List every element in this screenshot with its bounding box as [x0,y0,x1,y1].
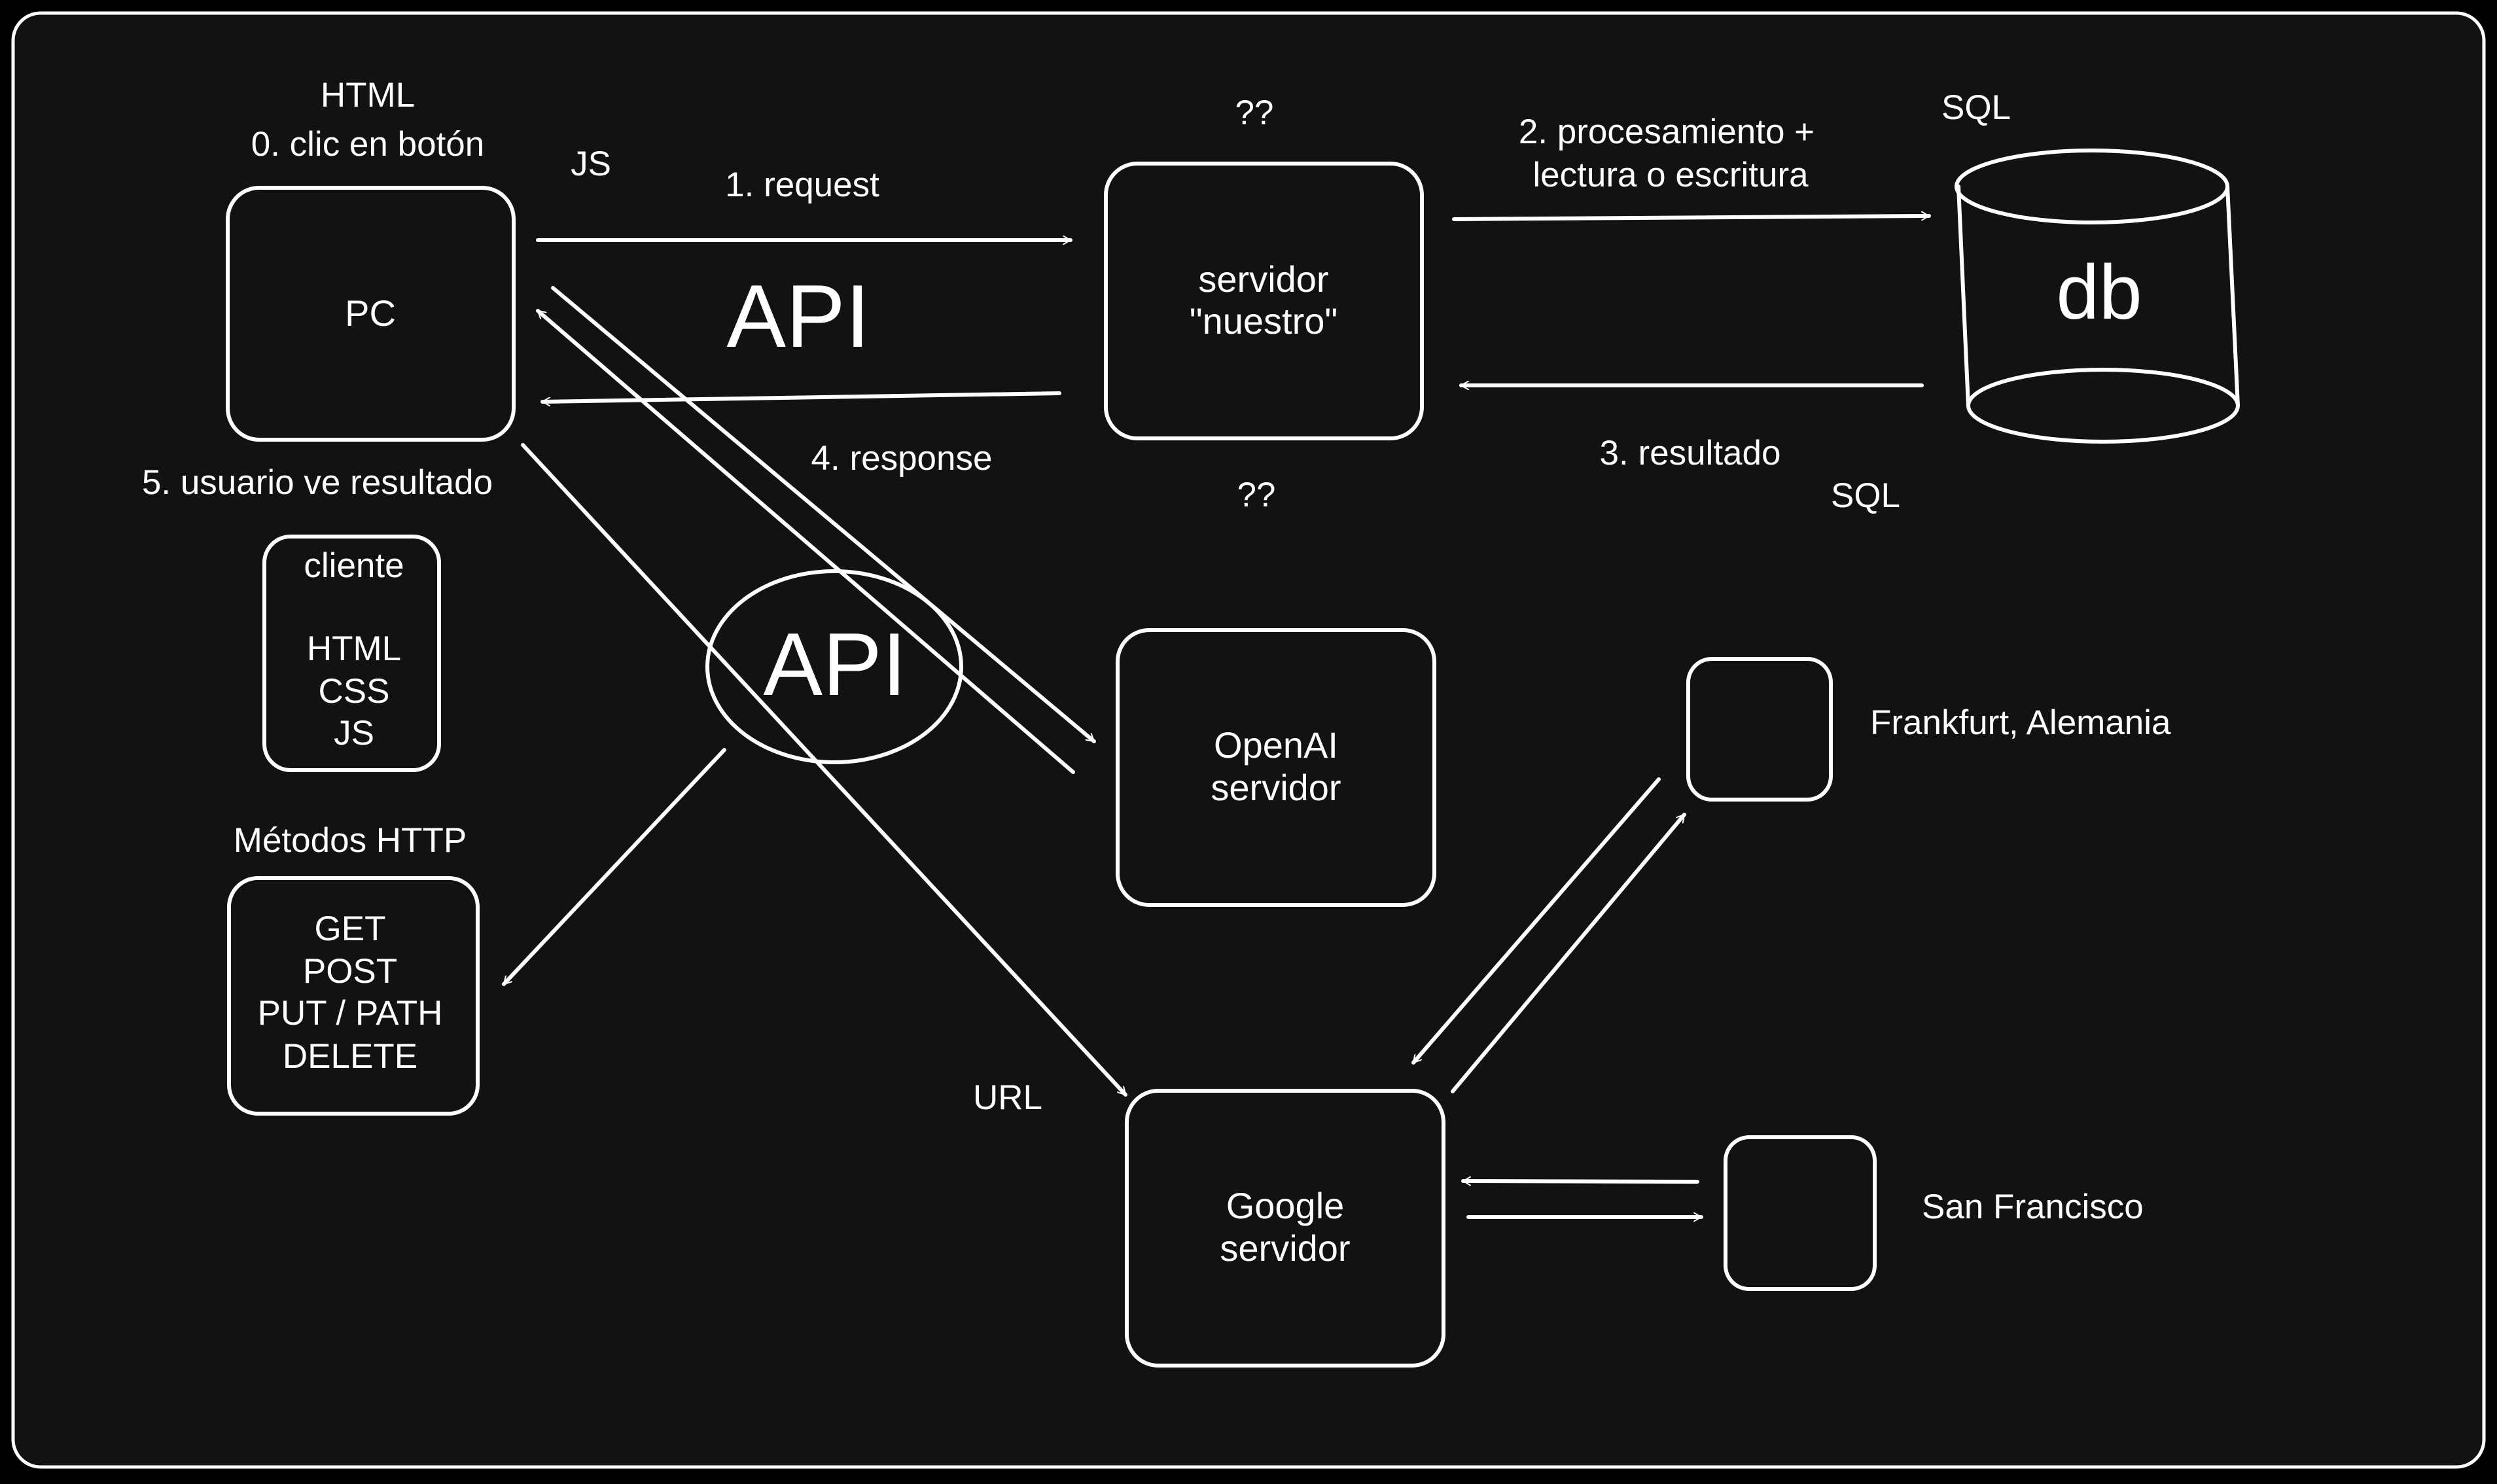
client-box [262,535,441,772]
google-label-line2: servidor [1220,1228,1350,1269]
http-method: PUT / PATH [258,994,443,1033]
click-button-label: 0. clic en botón [251,125,485,164]
client-item: JS [334,714,374,752]
http-method: POST [303,952,397,991]
pc-to-google-arrow [521,443,1127,1097]
api-big-label: API [726,266,870,366]
san-francisco-label: San Francisco [1922,1188,2144,1226]
response-label: 4. response [811,439,993,478]
sql-top-label: SQL [1941,88,2011,127]
database-cylinder [1955,149,2240,444]
api-to-methods-arrow [502,748,726,986]
processing-label-line2: lectura o escritura [1532,156,1809,194]
url-label: URL [973,1078,1042,1117]
request-label: 1. request [725,166,879,204]
our-server-box [1104,162,1424,440]
our-server-label-line2: "nuestro" [1190,300,1338,342]
processing-label-line1: 2. procesamiento + [1519,113,1815,151]
google-to-frankfurt-arrow [1451,813,1686,1093]
client-item: HTML [307,629,401,668]
api-ellipse-label: API [763,614,906,714]
processing-arrow [1452,216,1931,221]
openai-label-line2: servidor [1211,767,1341,808]
frankfurt-to-google-arrow [1411,777,1661,1065]
pc-to-openai-arrow [551,286,1096,743]
user-sees-result-label: 5. usuario ve resultado [142,463,493,502]
js-label: JS [571,145,611,183]
google-server-box [1125,1089,1445,1368]
response-arrow [540,391,1061,402]
pc-label: PC [345,292,396,334]
sql-bottom-label: SQL [1831,476,1900,515]
pc-html-label: HTML [321,76,415,115]
frankfurt-label: Frankfurt, Alemania [1870,703,2171,742]
http-methods-title: Métodos HTTP [234,821,467,860]
client-item: CSS [319,672,390,711]
openai-label-line1: OpenAI [1214,724,1338,766]
api-ellipse [705,569,963,764]
san-francisco-node [1724,1135,1877,1291]
server-unknown-top-label: ?? [1235,94,1274,132]
openai-to-pc-arrow [536,309,1075,774]
server-unknown-bottom-label: ?? [1237,476,1276,514]
http-method: GET [315,910,386,948]
db-label: db [2056,249,2142,336]
google-label-line1: Google [1226,1185,1345,1226]
our-server-label-line1: servidor [1198,258,1328,300]
diagram-background [11,11,2486,1469]
openai-server-box [1116,628,1436,907]
result-label: 3. resultado [1600,434,1781,472]
http-methods-box [227,876,480,1116]
client-title: cliente [304,546,404,585]
sanfrancisco-to-google-arrow [1461,1181,1699,1182]
http-method: DELETE [283,1037,417,1076]
pc-box [226,186,516,442]
frankfurt-node [1686,657,1833,802]
